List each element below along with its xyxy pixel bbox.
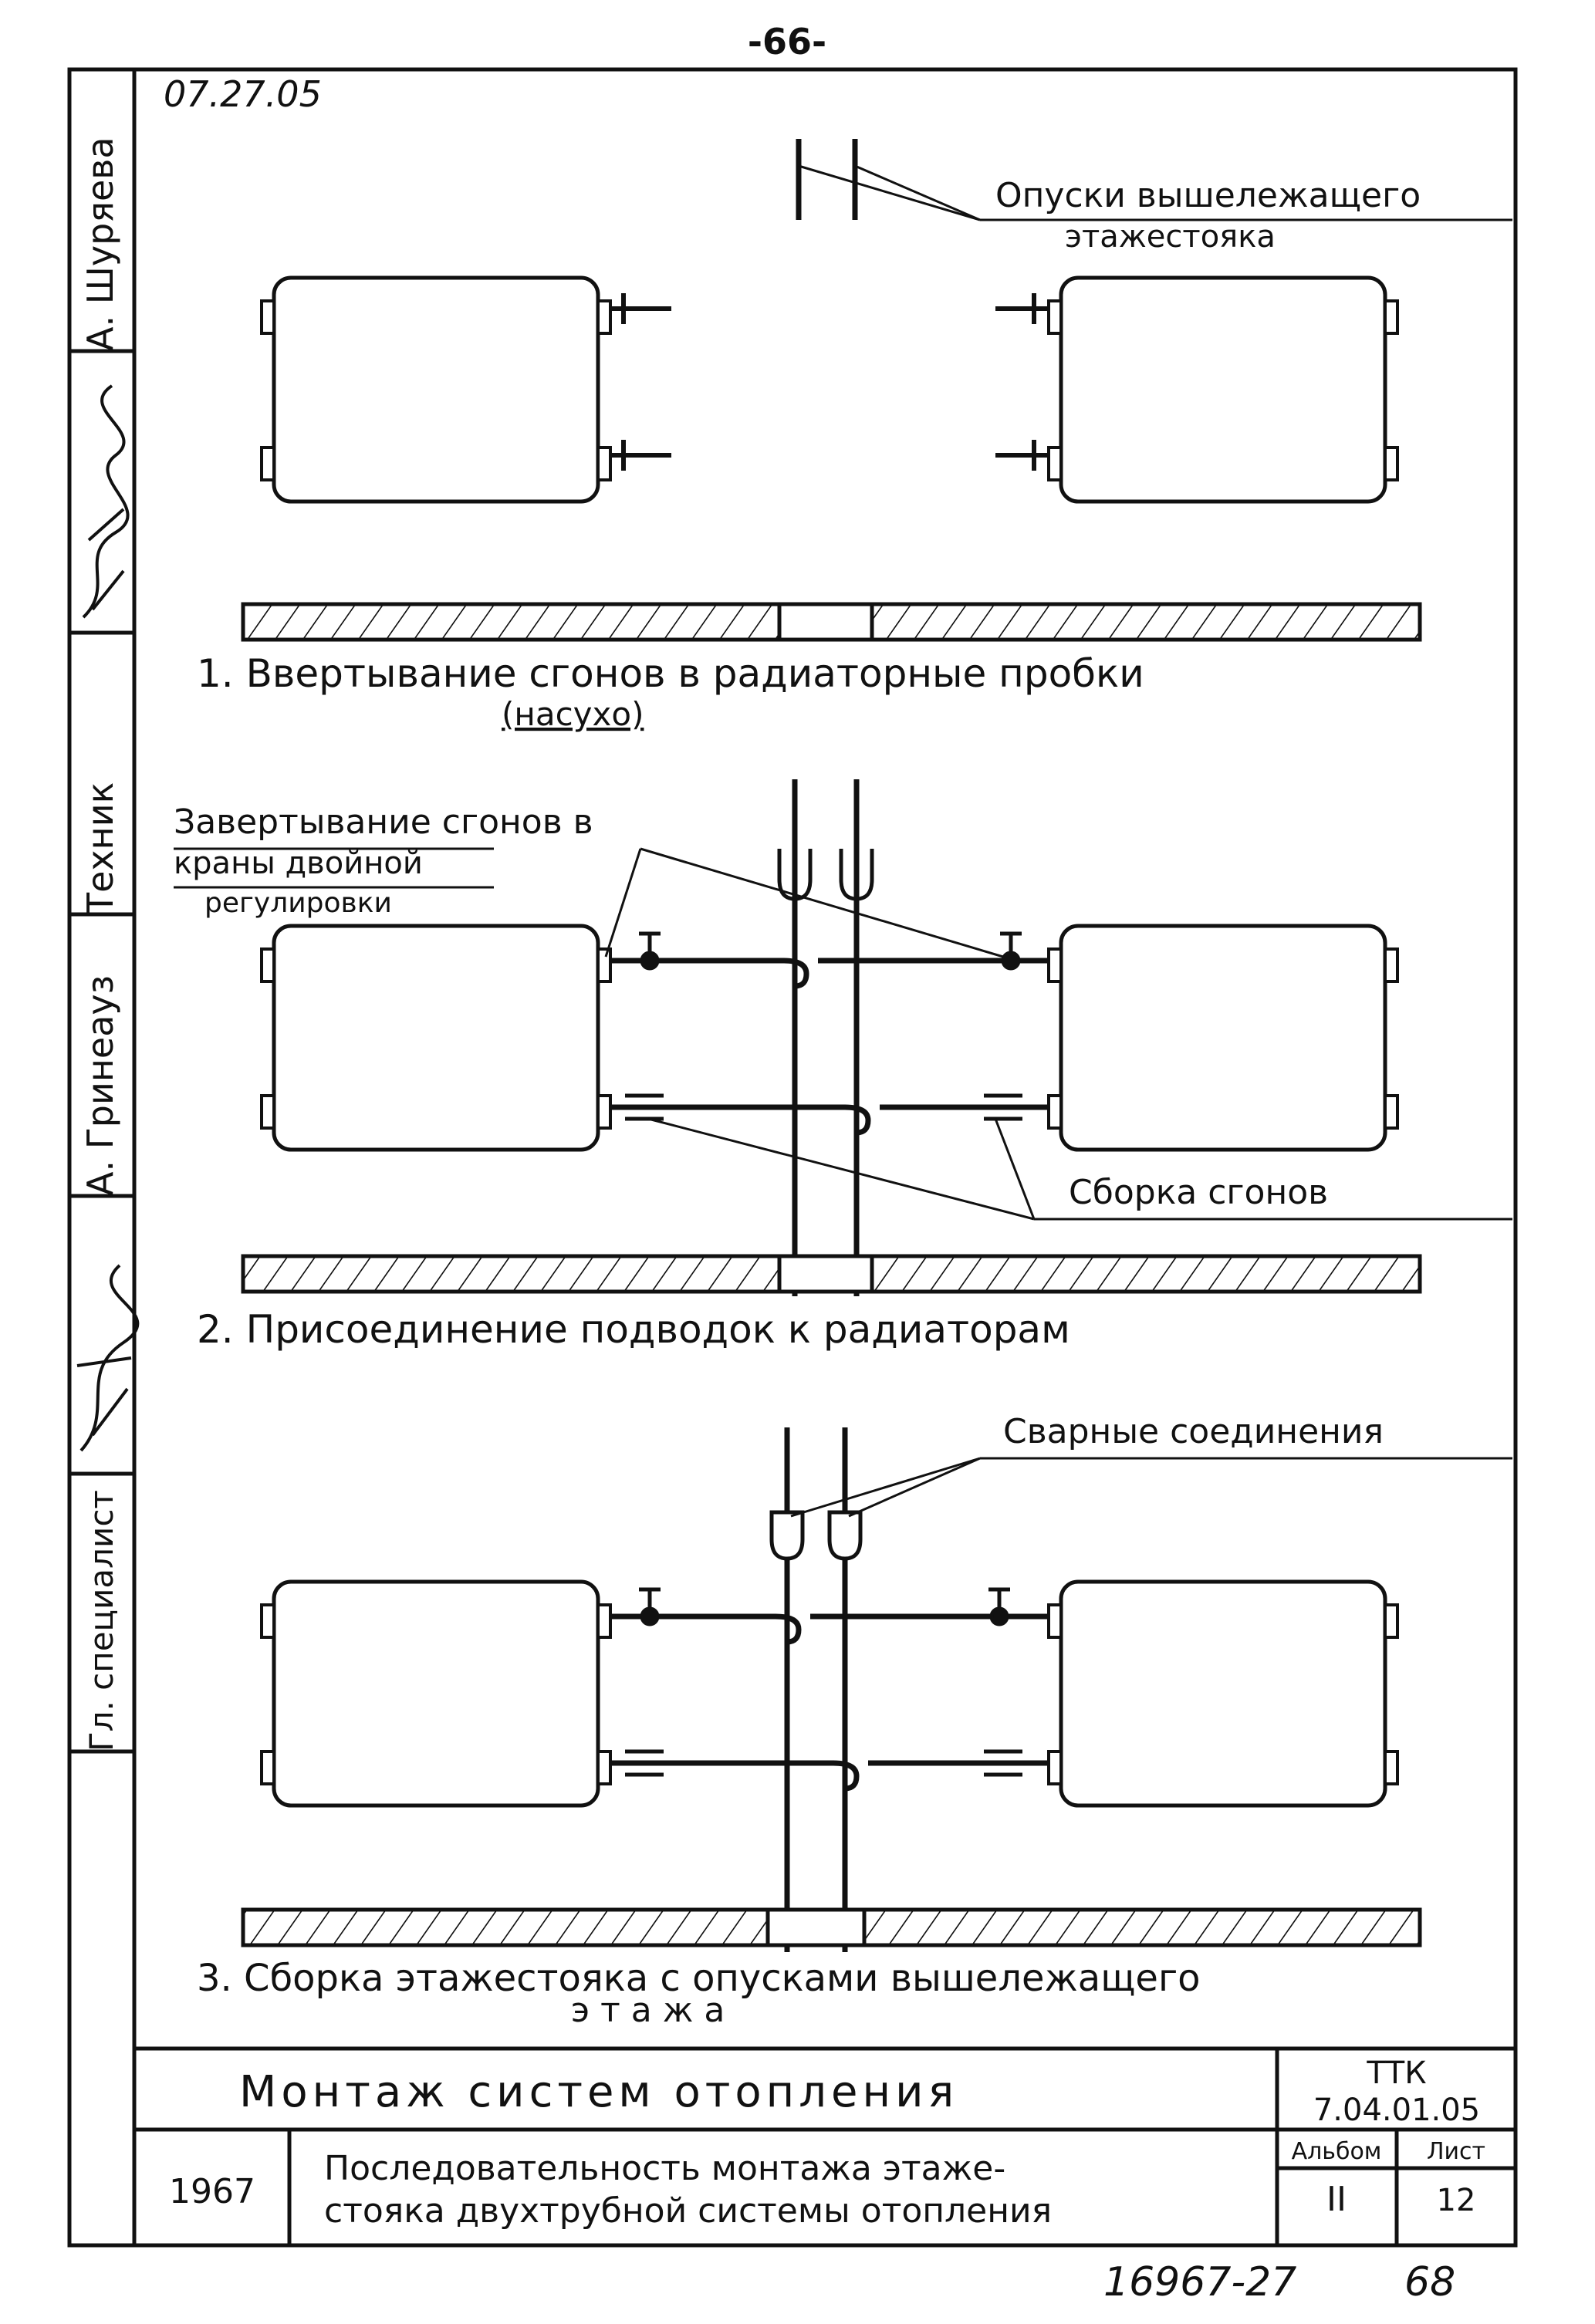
fig1-caption: 1. Ввертывание сгонов в радиаторные проб… bbox=[197, 651, 1144, 696]
fig2-caption: 2. Присоединение подводок к радиаторам bbox=[197, 1307, 1070, 1352]
title-album-value: II bbox=[1326, 2180, 1347, 2219]
fig3-caption-line2: этажа bbox=[571, 1991, 735, 2030]
title-doc-type: ТТК bbox=[1366, 2055, 1426, 2091]
fig2-floor-slab bbox=[241, 1254, 1422, 1294]
fig1-label: Опуски вышележащего bbox=[995, 176, 1421, 215]
side-stamp: А. Шуряева Техник А. Гринеауз Гл. специа… bbox=[76, 137, 140, 1751]
fig2-label-right: Сборка сгонов bbox=[1069, 1173, 1328, 1212]
title-sheet-value: 12 bbox=[1437, 2183, 1476, 2218]
figure-1: Опуски вышележащего этажестояка 1. Вверт… bbox=[197, 139, 1512, 733]
stamp-name-2: А. Гринеауз bbox=[79, 975, 121, 1196]
fig3-floor-slab bbox=[241, 1907, 1422, 1947]
figure-3: Сварные соединения 3. Сборка этажестояка… bbox=[197, 1412, 1512, 2030]
fig1-caption-line2: (насухо) bbox=[502, 695, 644, 733]
title-main: Монтаж систем отопления bbox=[239, 2067, 958, 2117]
title-doc-code: 7.04.01.05 bbox=[1313, 2093, 1480, 2128]
fig2-label-left-3: регулировки bbox=[204, 887, 392, 919]
title-sheet-label: Лист bbox=[1427, 2138, 1485, 2165]
fig1-label-line2: этажестояка bbox=[1065, 219, 1276, 255]
fig2-label-left: Завертывание сгонов в bbox=[174, 802, 593, 842]
stamp-role-chief: Гл. специалист bbox=[83, 1490, 120, 1751]
fig2-label-left-2: краны двойной bbox=[174, 846, 423, 881]
title-block: Монтаж систем отопления ТТК 7.04.01.05 1… bbox=[132, 2046, 1518, 2248]
figure-2: Завертывание сгонов в краны двойной регу… bbox=[174, 779, 1512, 1352]
bottom-code: 16967-27 bbox=[1103, 2259, 1296, 2305]
stamp-name-1: А. Шуряева bbox=[79, 137, 121, 351]
title-subtitle-2: стояка двухтрубной системы отопления bbox=[324, 2191, 1052, 2231]
corner-code: 07.27.05 bbox=[164, 73, 322, 115]
fig1-floor-slab bbox=[241, 602, 1422, 642]
fig3-caption: 3. Сборка этажестояка с опусками вышележ… bbox=[197, 1957, 1201, 2000]
stamp-role-technician: Техник bbox=[79, 782, 121, 915]
title-year: 1967 bbox=[169, 2172, 255, 2211]
title-album-label: Альбом bbox=[1292, 2138, 1382, 2165]
page-number: -66- bbox=[748, 21, 826, 62]
fig3-label: Сварные соединения bbox=[1003, 1412, 1384, 1451]
bottom-page: 68 bbox=[1404, 2259, 1455, 2305]
title-subtitle-1: Последовательность монтажа этаже- bbox=[324, 2149, 1005, 2188]
stamp-signature-1 bbox=[82, 384, 130, 619]
stamp-signature-2 bbox=[76, 1264, 140, 1452]
